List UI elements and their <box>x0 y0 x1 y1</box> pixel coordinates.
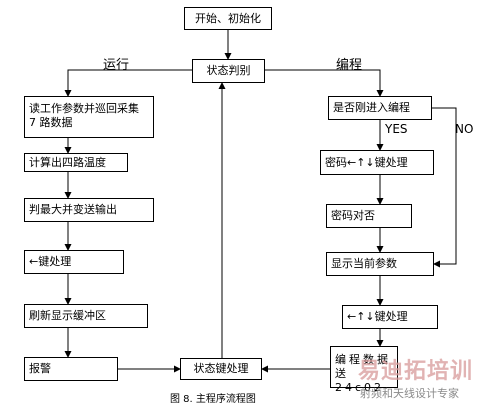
label-program: 编程 <box>336 58 363 73</box>
label-run: 运行 <box>103 58 130 73</box>
label-yes: YES <box>385 122 408 136</box>
node-state-key: 状态键处理 <box>180 358 262 380</box>
node-state-judge: 状态判别 <box>192 59 265 83</box>
node-arrow-keys: ←↑↓键处理 <box>342 305 438 329</box>
figure-caption: 图 8. 主程序流程图 <box>170 394 256 405</box>
label-no: NO <box>455 122 474 136</box>
arrow-judge-to-run <box>64 69 192 97</box>
node-refresh-buffer: 刷新显示缓冲区 <box>24 304 148 328</box>
node-just-entered-edit: 是否刚进入编程 <box>328 96 432 120</box>
arrow-judge-to-program <box>265 69 384 97</box>
node-show-params: 显示当前参数 <box>326 252 434 276</box>
node-edit-data-send: 编程数据送 24c02 <box>330 346 398 394</box>
node-read-params: 读工作参数并巡回采集 7 路数据 <box>24 96 154 138</box>
node-alarm: 报警 <box>24 357 118 381</box>
arrow-no-branch <box>432 107 457 268</box>
watermark-subtitle: 射频和天线设计专家 <box>360 387 459 400</box>
node-password-check: 密码对否 <box>326 204 412 228</box>
node-password-keys: 密码←↑↓键处理 <box>320 150 434 175</box>
watermark-brand: 易迪拓培训 <box>358 359 474 384</box>
node-judge-max: 判最大并变送输出 <box>24 198 154 222</box>
node-key-left: ←键处理 <box>24 250 124 274</box>
node-calc-temp: 计算出四路温度 <box>24 153 128 172</box>
node-start: 开始、初始化 <box>184 7 272 30</box>
